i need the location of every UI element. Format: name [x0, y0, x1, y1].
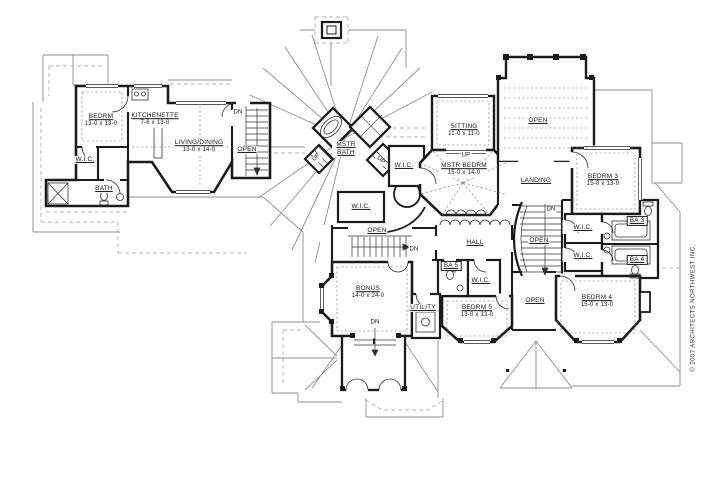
label-wic-center-lower: W.I.C. [350, 202, 372, 212]
label-open-stair-center: OPEN [366, 226, 388, 236]
label-mstr-bath: MSTR BATH [332, 140, 360, 158]
windows [86, 83, 643, 345]
label-ba4: BA 4 [626, 254, 648, 266]
railing-scallops [439, 209, 511, 226]
label-wic-center-upper: W.I.C. [393, 161, 415, 171]
label-open-stair-right: OPEN [528, 236, 550, 246]
label-hall: HALL [465, 238, 485, 248]
label-landing: LANDING [519, 176, 553, 186]
label-open-upper: OPEN [527, 116, 549, 126]
label-bath-left: BATH [94, 184, 114, 194]
label-dn-bonus: DN [369, 319, 381, 327]
label-utility: UTILITY [409, 303, 437, 313]
copyright-text: © 2007 ARCHITECTS NORTHWEST INC. [690, 244, 697, 372]
label-dn-left: DN [232, 109, 244, 117]
label-open-stair-left: OPEN [236, 145, 258, 155]
label-dn-center: DN [408, 246, 420, 254]
label-ba5: BA 5 [440, 260, 462, 272]
label-open-entry: OPEN [524, 296, 546, 306]
label-dn-right: DN [545, 206, 557, 214]
label-wic-right-lower: W.I.C. [572, 251, 594, 261]
roof-overhang-dashed [40, 16, 680, 411]
interior-walls [46, 86, 658, 344]
label-up-sitting: UP [460, 152, 472, 160]
label-wic-left: W.I.C. [74, 155, 96, 165]
curved-stair-wall [512, 201, 524, 277]
label-wic-right-upper: W.I.C. [572, 223, 594, 233]
posts [319, 54, 622, 391]
label-wic-hall: W.I.C. [470, 276, 492, 286]
label-ba3: BA 3 [626, 215, 648, 227]
